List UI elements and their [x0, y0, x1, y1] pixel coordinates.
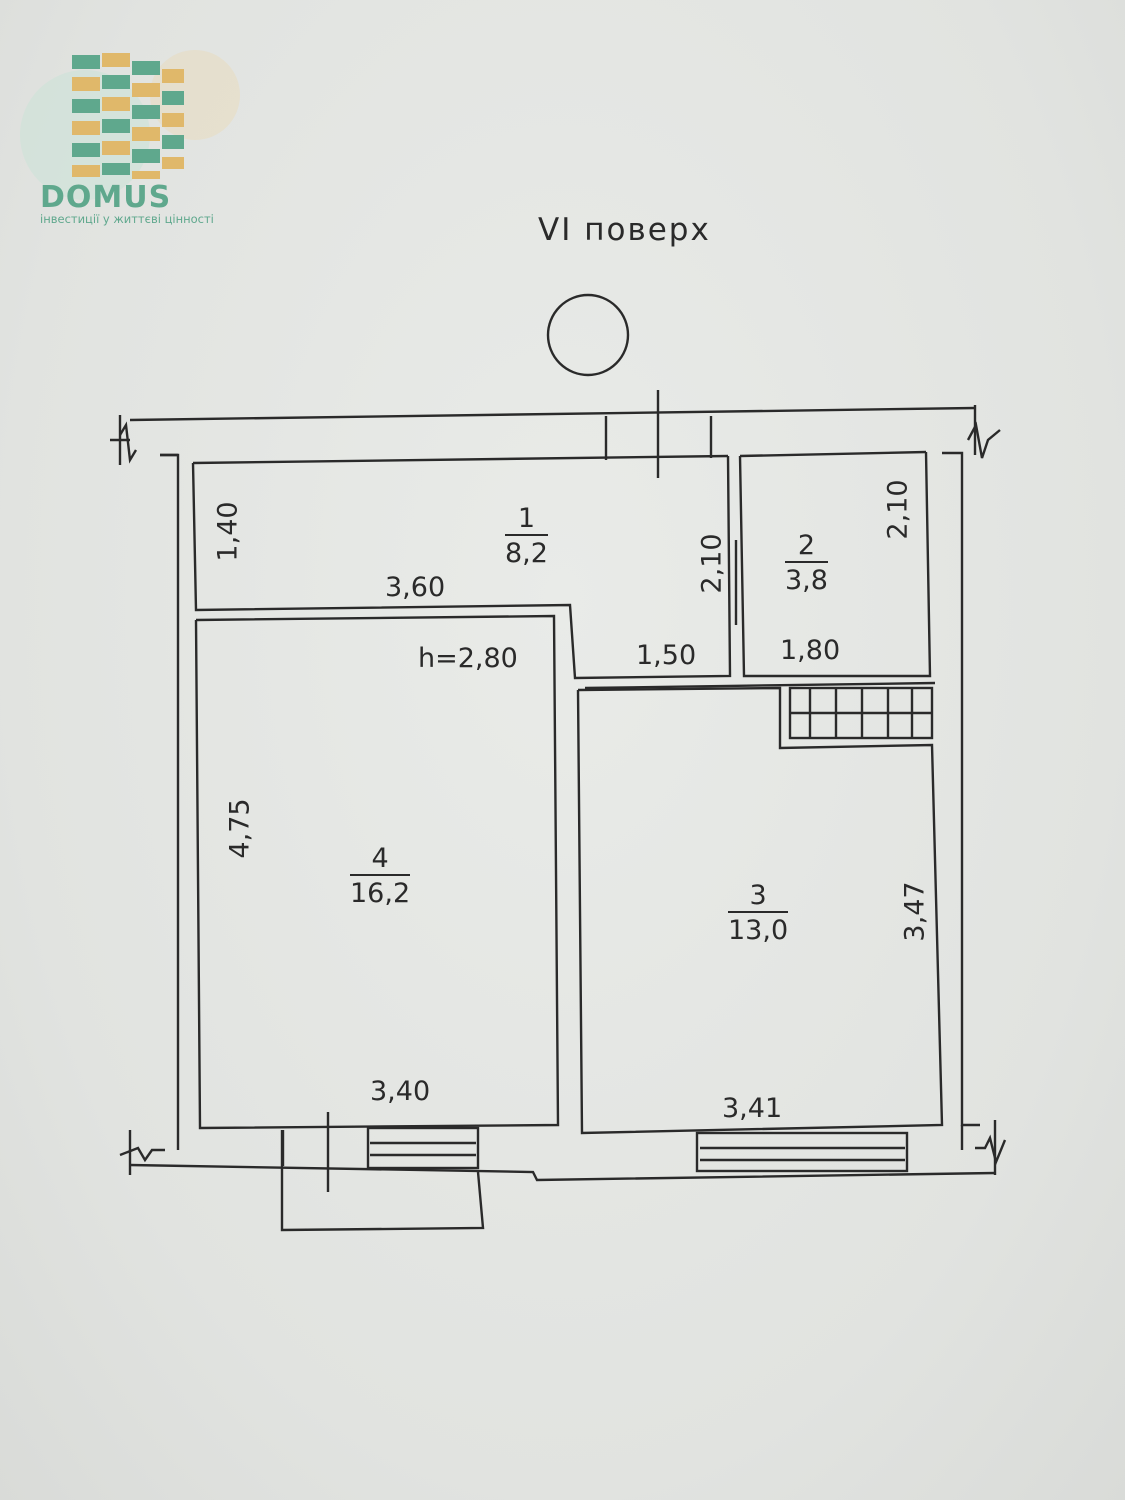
- floor-title: VI поверх: [538, 212, 711, 248]
- dimension-label: 2,10: [696, 533, 728, 594]
- room-label: 1 8,2: [505, 505, 548, 567]
- room-area: 3,8: [785, 565, 828, 596]
- room-number: 3: [728, 882, 789, 913]
- domus-logo-icon: [20, 50, 240, 200]
- room-label: 2 3,8: [785, 532, 828, 594]
- room-label: 3 13,0: [728, 882, 789, 946]
- dimension-label: 2,10: [882, 479, 914, 540]
- dimension-label: 3,47: [899, 881, 931, 942]
- room-number: 2: [785, 532, 828, 563]
- ceiling-height-label: h=2,80: [418, 643, 518, 674]
- north-marker-icon: [546, 293, 630, 377]
- dimension-label: 4,75: [224, 798, 256, 859]
- room-label: 4 16,2: [350, 845, 411, 909]
- dimension-label: 3,41: [722, 1093, 783, 1124]
- dimension-label: 1,50: [636, 640, 697, 671]
- room-area: 16,2: [350, 878, 411, 909]
- room-area: 8,2: [505, 538, 548, 569]
- room-number: 1: [505, 505, 548, 536]
- logo-tagline: інвестиції у життєві цінності: [40, 212, 214, 226]
- room-area: 13,0: [728, 915, 789, 946]
- dimension-label: 1,80: [780, 635, 841, 666]
- dimension-label: 1,40: [212, 501, 244, 562]
- dimension-label: 3,60: [385, 572, 446, 603]
- room-number: 4: [350, 845, 411, 876]
- logo-wordmark: DOMUS: [40, 180, 172, 215]
- dimension-label: 3,40: [370, 1076, 431, 1107]
